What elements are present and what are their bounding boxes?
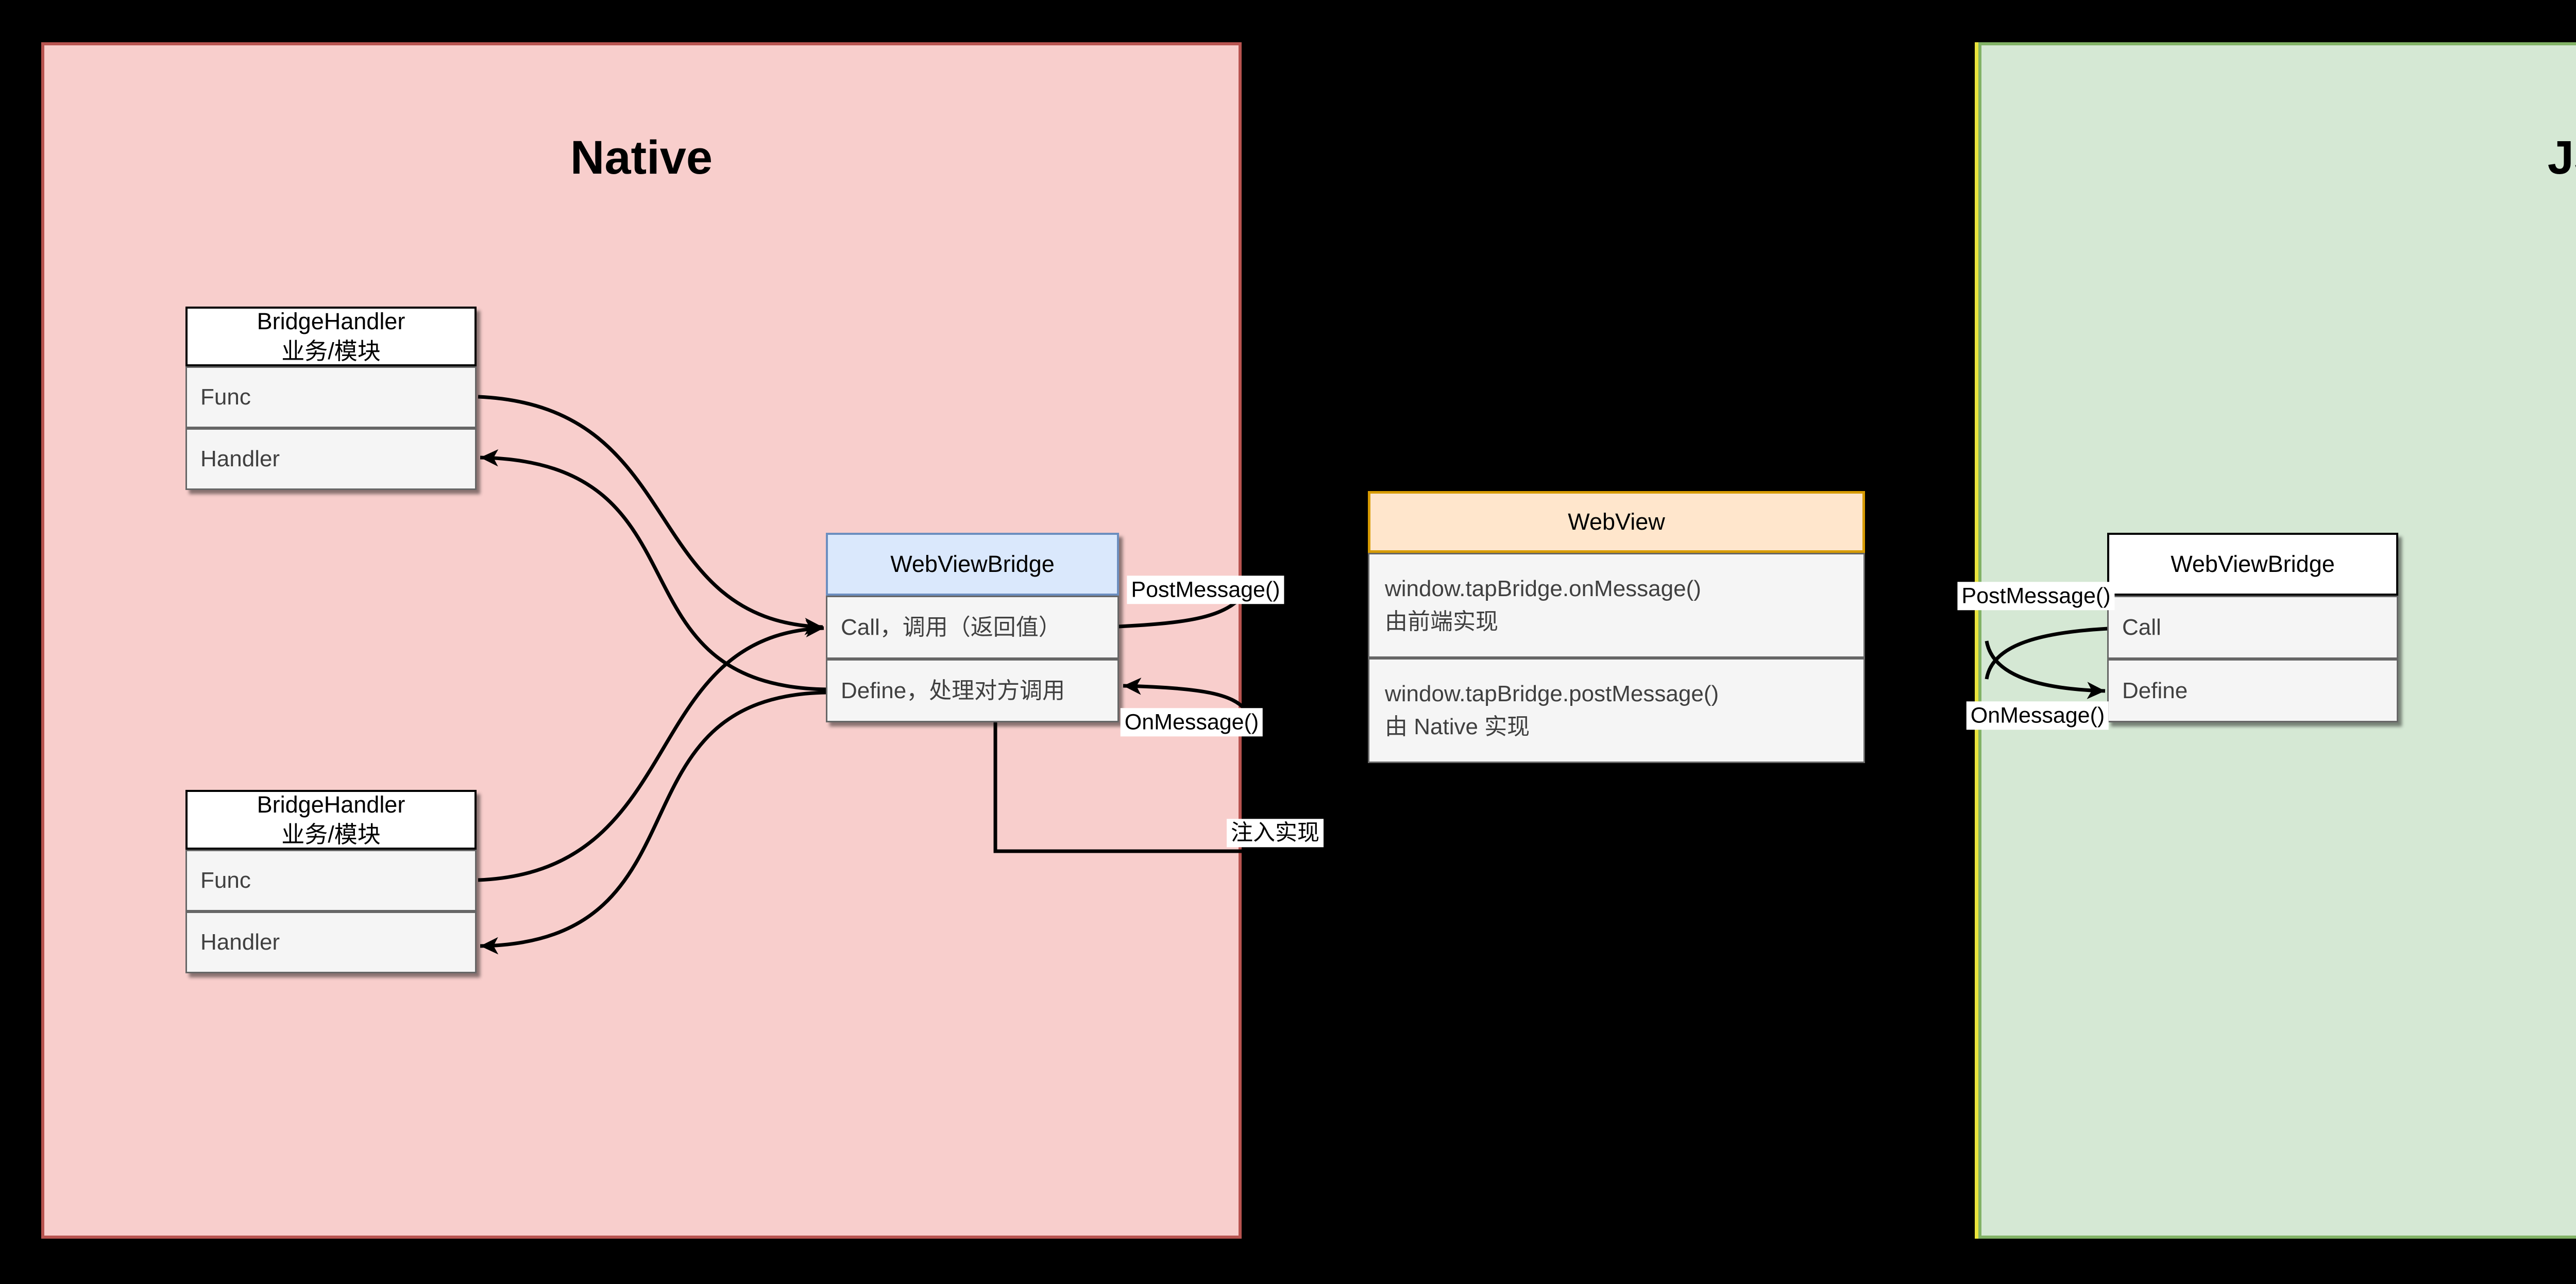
- bridge-handler-top-header: BridgeHandler 业务/模块: [185, 307, 477, 366]
- onmessage-label-native: OnMessage(): [1120, 708, 1263, 737]
- bridge-handler-bottom-title: BridgeHandler: [257, 791, 405, 818]
- bridge-handler-bottom-subtitle: 业务/模块: [281, 821, 381, 848]
- webviewbridge-native-call-row: Call，调用（返回值）: [826, 596, 1119, 659]
- webview-onmessage-row: window.tapBridge.onMessage() 由前端实现: [1368, 553, 1865, 658]
- bridge-handler-bottom-box: BridgeHandler 业务/模块 Func Handler: [185, 790, 477, 973]
- webviewbridge-js-define-label: Define: [2122, 678, 2188, 703]
- edge-inject-implementation: [993, 722, 1263, 853]
- webview-title: WebView: [1568, 508, 1665, 535]
- edge-call-to-postmessage-js: [1985, 627, 2109, 680]
- bridge-handler-top-handler-row: Handler: [185, 428, 477, 490]
- webviewbridge-native-define-row: Define，处理对方调用: [826, 659, 1119, 722]
- edge-bottom-func-to-call: [478, 620, 824, 882]
- webview-onmessage-impl: window.tapBridge.onMessage(): [1385, 576, 1701, 602]
- webview-onmessage-note: 由前端实现: [1385, 609, 1498, 634]
- webviewbridge-js-title: WebViewBridge: [2171, 550, 2335, 577]
- edge-define-to-top-handler: [480, 449, 828, 691]
- webviewbridge-js-call-label: Call: [2122, 614, 2161, 640]
- bridge-handler-top-handler-label: Handler: [200, 446, 280, 472]
- bridge-handler-bottom-func-label: Func: [200, 868, 251, 893]
- webviewbridge-native-header: WebViewBridge: [826, 533, 1119, 596]
- bridge-handler-top-func-label: Func: [200, 384, 251, 410]
- webviewbridge-js-box: WebViewBridge Call Define: [2107, 533, 2398, 722]
- webview-postmessage-row: window.tapBridge.postMessage() 由 Native …: [1368, 658, 1865, 763]
- postmessage-label-native: PostMessage(): [1127, 576, 1284, 604]
- bridge-handler-bottom-handler-label: Handler: [200, 930, 280, 955]
- native-region-title: Native: [570, 131, 713, 184]
- webview-box: WebView window.tapBridge.onMessage() 由前端…: [1368, 491, 1865, 763]
- webviewbridge-native-call-label: Call，调用（返回值）: [841, 614, 1061, 640]
- bridge-handler-top-box: BridgeHandler 业务/模块 Func Handler: [185, 307, 477, 490]
- edge-top-func-to-call: [478, 395, 823, 635]
- inject-implementation-label: 注入实现: [1227, 819, 1324, 848]
- bridge-handler-top-subtitle: 业务/模块: [281, 338, 381, 364]
- onmessage-label-js: OnMessage(): [1966, 701, 2109, 730]
- js-region-title: JS: [2547, 131, 2576, 184]
- bridge-handler-bottom-header: BridgeHandler 业务/模块: [185, 790, 477, 850]
- webviewbridge-js-define-row: Define: [2107, 659, 2398, 722]
- bridge-handler-top-title: BridgeHandler: [257, 308, 405, 334]
- postmessage-label-js: PostMessage(): [1957, 582, 2115, 611]
- webviewbridge-js-call-row: Call: [2107, 596, 2398, 659]
- webviewbridge-js-header: WebViewBridge: [2107, 533, 2398, 596]
- webview-header: WebView: [1368, 491, 1865, 553]
- edge-onmessage-to-define-js: [1985, 640, 2106, 699]
- webviewbridge-native-box: WebViewBridge Call，调用（返回值） Define，处理对方调用: [826, 533, 1119, 722]
- webview-postmessage-note: 由 Native 实现: [1385, 714, 1530, 739]
- edge-define-to-bottom-handler: [480, 690, 828, 955]
- bridge-handler-top-func-row: Func: [185, 366, 477, 428]
- webviewbridge-native-define-label: Define，处理对方调用: [841, 678, 1065, 703]
- bridge-handler-bottom-func-row: Func: [185, 850, 477, 911]
- edge-onmessage-to-define-native: [1123, 678, 1247, 712]
- webviewbridge-native-title: WebViewBridge: [890, 550, 1055, 577]
- js-region-left-highlight: [1975, 42, 1978, 1239]
- webview-postmessage-impl: window.tapBridge.postMessage(): [1385, 681, 1719, 707]
- bridge-handler-bottom-handler-row: Handler: [185, 911, 477, 973]
